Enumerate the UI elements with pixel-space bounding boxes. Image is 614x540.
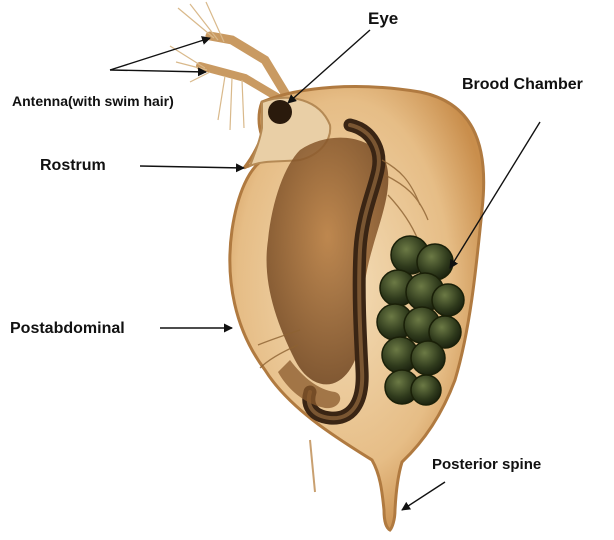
label-brood-chamber: Brood Chamber [462,76,583,94]
label-eye: Eye [368,9,398,29]
compound-eye [268,100,292,124]
arrow-rostrum [140,166,244,168]
label-posterior-spine: Posterior spine [432,456,541,473]
arrow-posterior-spine [402,482,445,510]
arrow-antenna-lower [110,70,206,72]
label-postabdominal: Postabdominal [10,320,125,338]
posterior-seta [310,440,315,492]
label-rostrum: Rostrum [40,157,106,175]
label-antenna: Antenna(with swim hair) [12,93,174,109]
arrow-antenna-upper [110,38,210,70]
